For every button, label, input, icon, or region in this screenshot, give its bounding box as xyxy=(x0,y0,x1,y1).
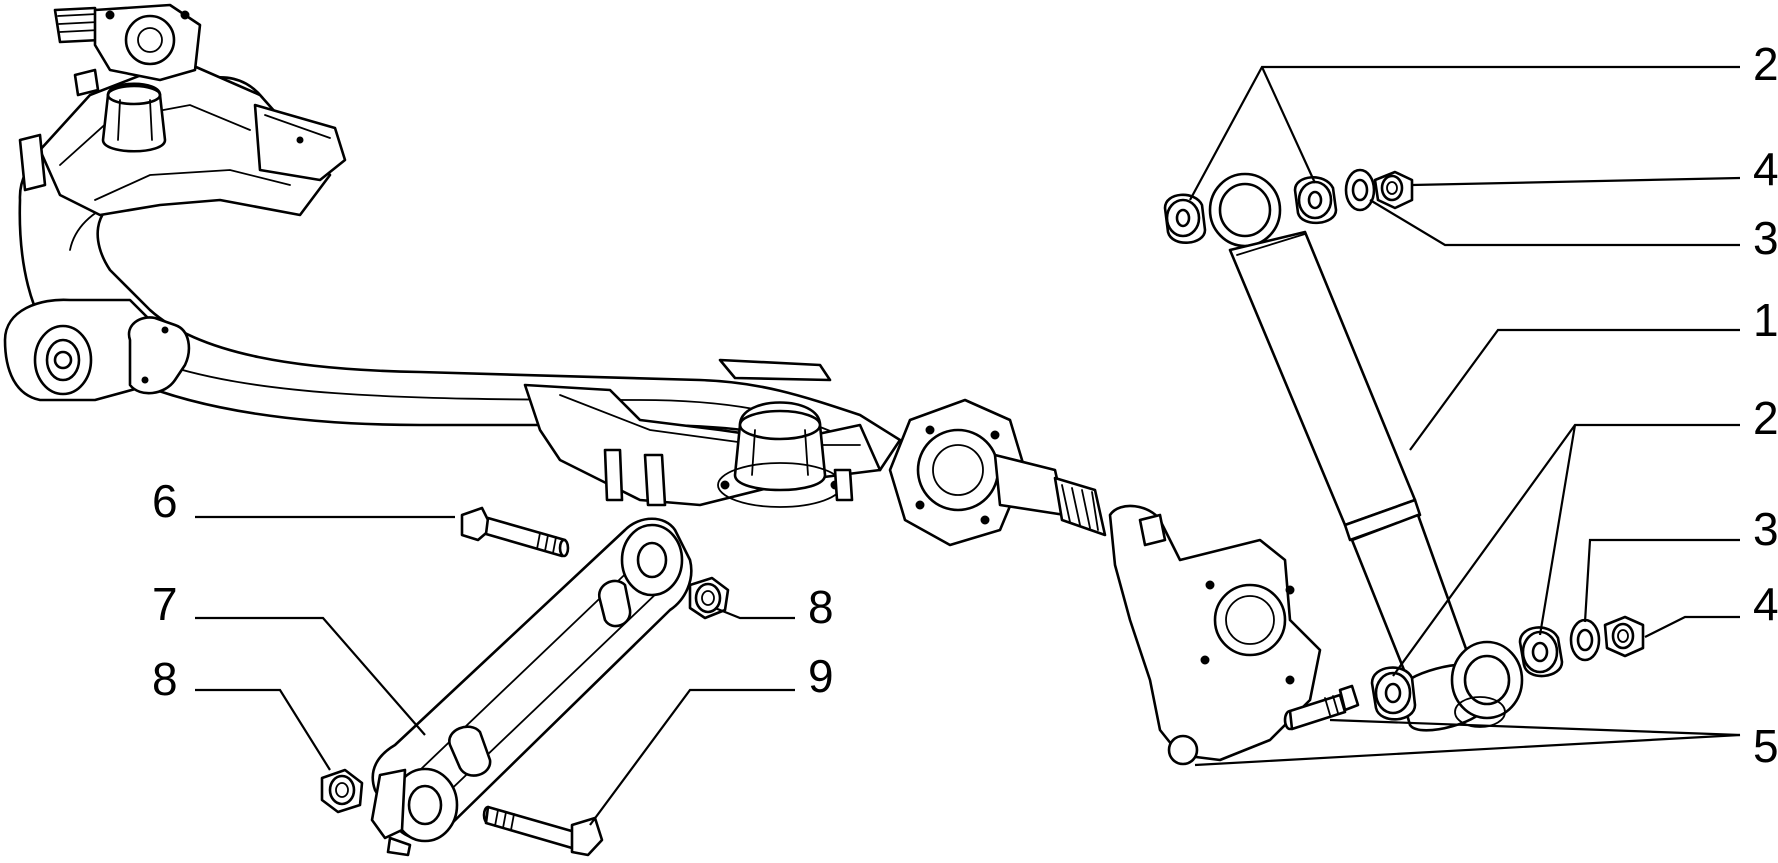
nut-8-upper xyxy=(688,576,730,620)
callout-4-upper: 4 xyxy=(1753,143,1778,195)
callout-3-lower: 3 xyxy=(1753,503,1778,555)
callout-8-lower: 8 xyxy=(152,653,178,705)
lower-washer-3 xyxy=(1569,618,1601,662)
lower-mounting-bracket xyxy=(1108,504,1322,766)
rear-axle-beam xyxy=(3,3,1107,547)
callout-9: 9 xyxy=(808,650,834,702)
lower-bushing-right-2 xyxy=(1518,626,1564,678)
callout-5: 5 xyxy=(1753,720,1778,772)
lower-nut-4 xyxy=(1603,615,1645,658)
callout-2-lower: 2 xyxy=(1753,392,1778,444)
nut-8-lower xyxy=(320,768,364,814)
callout-labels: 2 4 3 1 2 3 4 5 6 7 8 8 9 xyxy=(152,38,1778,772)
upper-bushing-right-2 xyxy=(1293,176,1338,225)
upper-bushing-left-2 xyxy=(1163,193,1207,244)
callout-2-upper: 2 xyxy=(1753,38,1778,90)
callout-4-lower: 4 xyxy=(1753,578,1778,630)
trailing-arm xyxy=(370,517,693,857)
callout-6: 6 xyxy=(152,475,178,527)
callout-3-upper: 3 xyxy=(1753,212,1778,264)
shock-absorber xyxy=(1208,172,1524,732)
bolt-6 xyxy=(460,506,570,558)
upper-washer-3 xyxy=(1344,168,1376,212)
leader-lines xyxy=(195,65,1741,826)
stud-5 xyxy=(1283,684,1360,731)
upper-nut-4 xyxy=(1373,170,1414,210)
callout-7: 7 xyxy=(152,578,178,630)
bolt-9 xyxy=(482,805,604,857)
callout-1: 1 xyxy=(1753,294,1778,346)
callout-8-upper: 8 xyxy=(808,581,834,633)
lower-bushing-left-2 xyxy=(1370,666,1417,721)
